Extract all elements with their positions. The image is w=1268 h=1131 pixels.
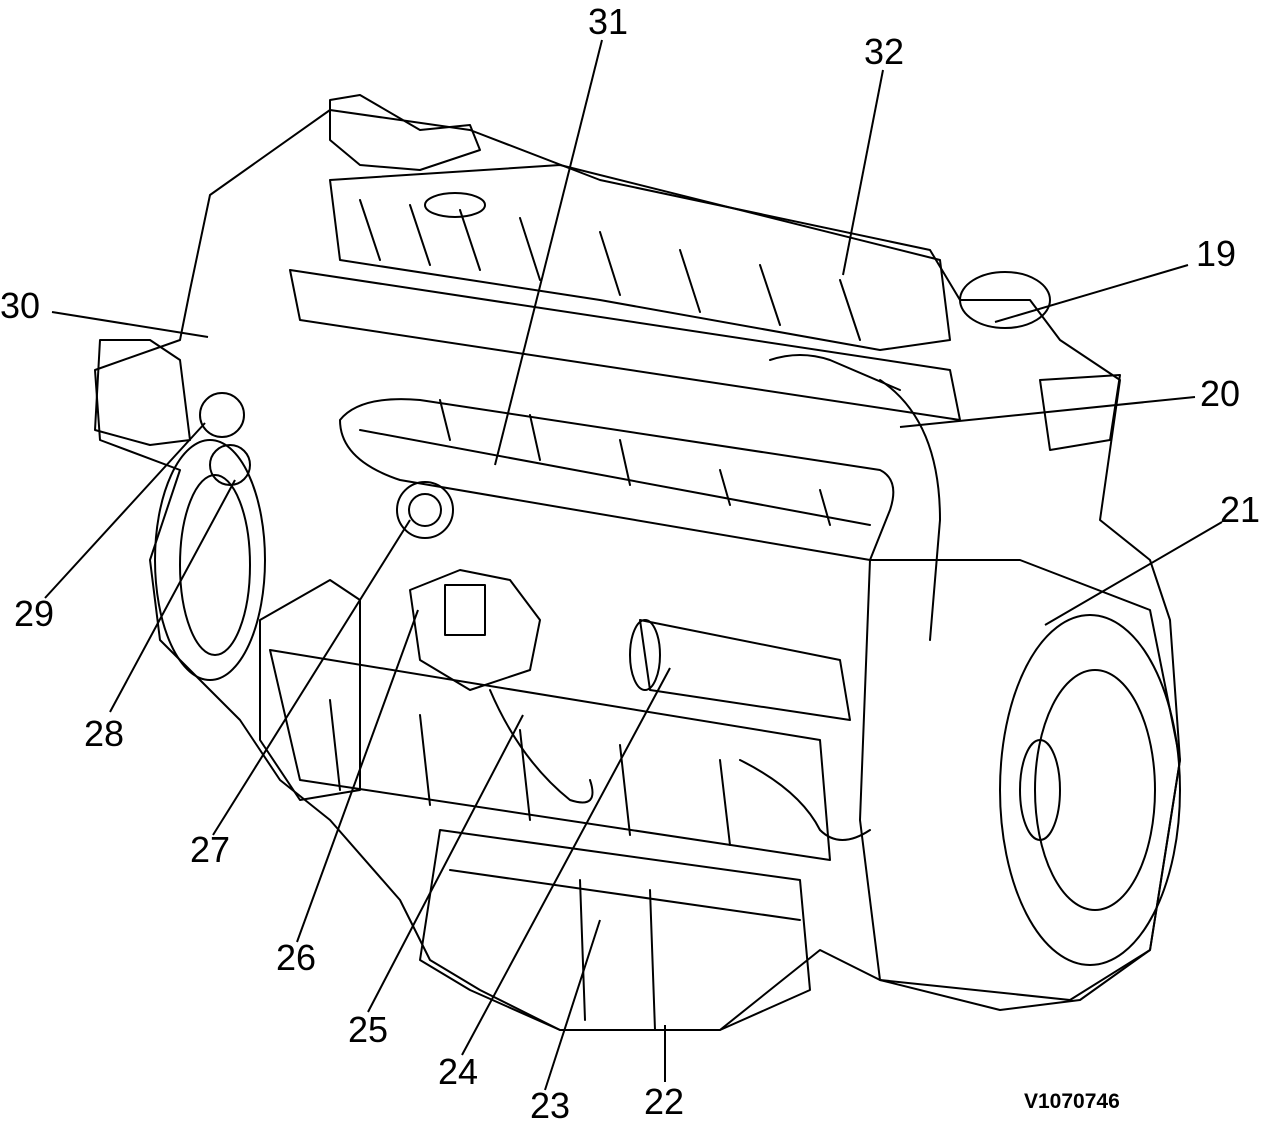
leader-21 — [1044, 521, 1223, 626]
intake-manifold — [339, 398, 895, 561]
leader-27 — [212, 519, 411, 836]
oil-filler-cap — [424, 192, 486, 218]
fuel-pump — [409, 569, 541, 691]
oil-sump — [419, 829, 811, 1031]
callout-25: 25 — [348, 1009, 389, 1050]
leader-30 — [51, 311, 209, 338]
callout-21: 21 — [1220, 489, 1261, 530]
engine-outline — [94, 109, 1181, 1031]
callout-30: 30 — [0, 285, 41, 326]
callout-22: 22 — [644, 1081, 685, 1122]
callout-29: 29 — [14, 593, 55, 634]
leader-24 — [461, 667, 671, 1056]
leader-32 — [842, 69, 884, 276]
flywheel — [999, 614, 1181, 966]
callout-28: 28 — [84, 713, 125, 754]
drawing-code: V1070746 — [1024, 1090, 1120, 1113]
rear-cover-19 — [959, 271, 1051, 329]
callout-26: 26 — [276, 937, 317, 978]
callout-24: 24 — [438, 1051, 479, 1092]
leader-28 — [109, 479, 236, 713]
front-pulley — [154, 439, 266, 681]
leader-26 — [296, 609, 419, 943]
flywheel-housing — [859, 559, 1181, 1001]
callout-23: 23 — [530, 1085, 571, 1126]
callout-27: 27 — [190, 829, 231, 870]
leader-31 — [494, 39, 603, 466]
callout-32: 32 — [864, 31, 905, 72]
coolant-outlet-29 — [199, 392, 245, 438]
coolant-outlet-28 — [209, 444, 251, 486]
starter-motor — [639, 619, 851, 721]
leader-19 — [994, 264, 1189, 323]
callout-20: 20 — [1200, 373, 1241, 414]
leader-20 — [899, 396, 1196, 428]
leader-29 — [44, 422, 206, 599]
callout-31: 31 — [588, 1, 629, 42]
valve-cover — [329, 164, 951, 351]
oil-filter-cap — [396, 481, 454, 539]
callout-19: 19 — [1196, 233, 1237, 274]
leader-25 — [367, 714, 524, 1013]
leader-23 — [544, 919, 601, 1091]
